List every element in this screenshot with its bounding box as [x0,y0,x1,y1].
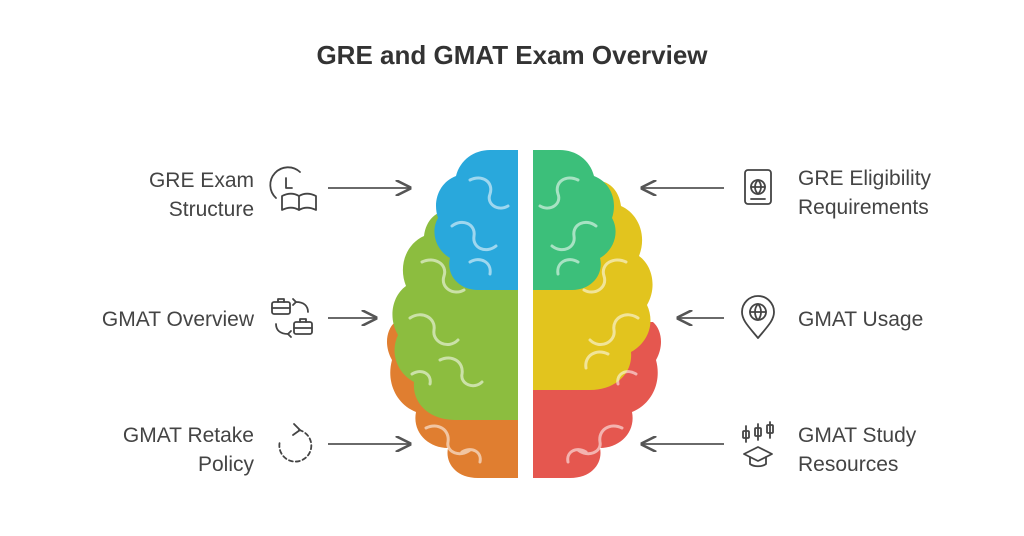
globe-pin-icon [741,295,775,339]
passport-icon [744,169,772,205]
brain-left-hemisphere [386,150,518,478]
study-chart-icon [742,421,774,468]
label-gre-eligibility-requirements: GRE Eligibility Requirements [798,167,932,219]
label-gmat-usage: GMAT Usage [798,308,924,331]
brain-segment-teal-green [533,150,616,290]
refresh-icon [278,423,313,463]
diagram-title: GRE and GMAT Exam Overview [316,40,708,70]
briefcase-exchange-icon [271,298,313,338]
brain-segment-blue [434,150,518,290]
connector-arrows [328,188,724,444]
label-gmat-retake-policy: GMAT Retake Policy [122,424,254,476]
label-gmat-study-resources: GMAT Study Resources [798,424,917,476]
brain-right-hemisphere [533,150,662,478]
clock-book-icon [269,166,317,211]
label-gmat-overview: GMAT Overview [101,308,254,331]
label-gre-exam-structure: GRE Exam Structure [148,169,254,221]
